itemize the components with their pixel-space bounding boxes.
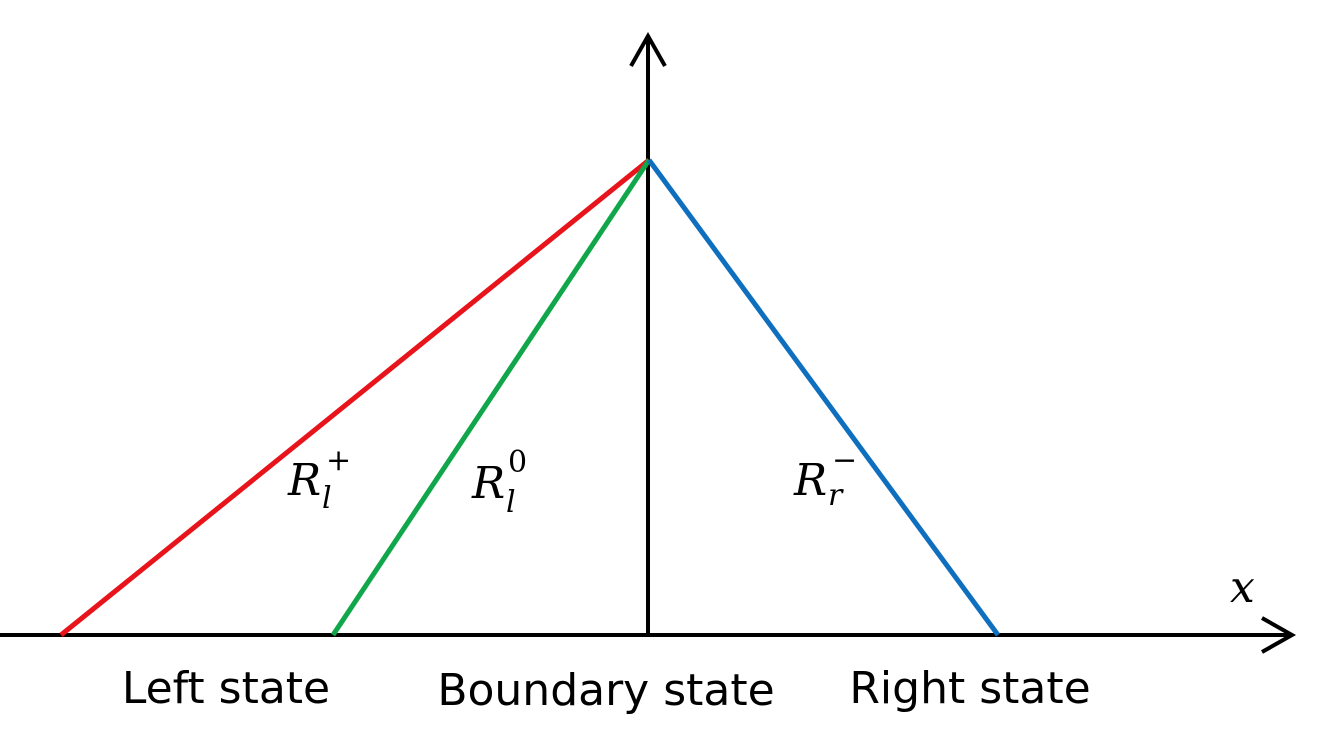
wave-label-left-rarefaction: R l + xyxy=(287,443,351,516)
wave-label-base: R xyxy=(287,455,321,506)
wave-label-sup: + xyxy=(326,443,351,478)
wave-label-base: R xyxy=(793,455,827,506)
t-axis-arrowhead xyxy=(629,31,667,67)
wave-label-left-contact: R l 0 xyxy=(471,445,527,520)
x-axis-arrowhead xyxy=(1261,616,1297,654)
wave-label-sub: l xyxy=(322,481,332,516)
wave-line-left-rarefaction xyxy=(59,158,651,637)
region-label-left: Left state xyxy=(122,663,330,714)
wave-label-sub: l xyxy=(506,485,516,520)
wave-label-sub: r xyxy=(828,478,844,513)
wave-line-right-rarefaction xyxy=(646,158,1001,637)
x-axis-label: x xyxy=(1230,562,1255,613)
wave-line-left-contact xyxy=(330,158,652,637)
region-label-right: Right state xyxy=(849,663,1090,714)
wave-label-sup: − xyxy=(832,443,857,478)
wave-label-right-rarefaction: R r − xyxy=(793,443,857,513)
wave-label-base: R xyxy=(471,458,505,509)
wave-label-sup: 0 xyxy=(508,445,527,480)
region-label-boundary: Boundary state xyxy=(437,665,774,716)
